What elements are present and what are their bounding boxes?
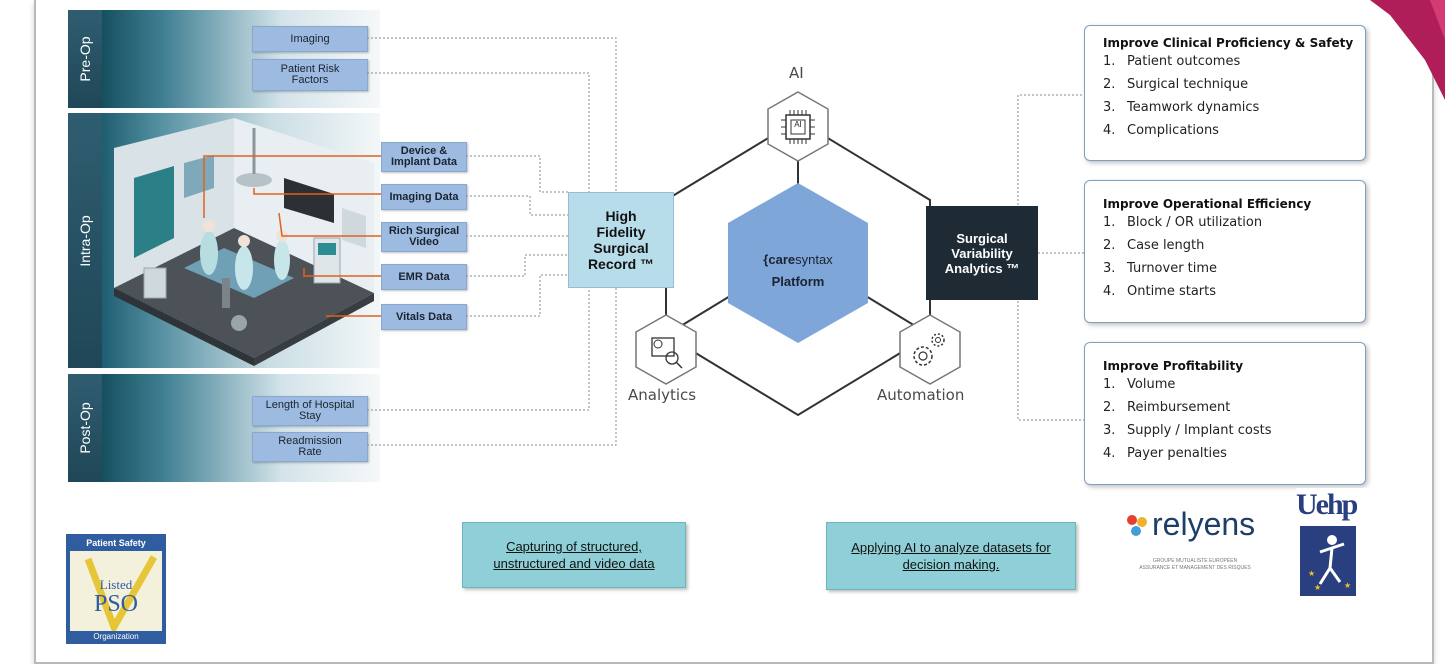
pso-logo: Patient Safety Listed PSO Organization (66, 534, 166, 644)
relyens-mark-icon (1127, 515, 1147, 536)
apply-caption: Applying AI to analyze datasets for deci… (826, 522, 1076, 590)
outcome-item: 1.Patient outcomes (1103, 54, 1241, 69)
pre-op-bar: Pre-Op (68, 10, 102, 108)
slide-frame (34, 0, 1434, 664)
length-stay-box: Length of Hospital Stay (252, 396, 368, 426)
capture-caption: Capturing of structured, unstructured an… (462, 522, 686, 588)
ai-chip-text: AI (794, 120, 802, 129)
outcome-item: 4.Payer penalties (1103, 446, 1227, 461)
svg-text:★: ★ (1344, 581, 1351, 590)
post-op-fill (102, 374, 380, 482)
patient-risk-box: Patient Risk Factors (252, 59, 368, 91)
outcome-item: 1.Block / OR utilization (1103, 215, 1263, 230)
imaging-box: Imaging (252, 26, 368, 52)
intra-op-bar: Intra-Op (68, 113, 102, 368)
post-op-band: Post-Op (68, 374, 380, 482)
outcome-box-profitability: Improve Profitability 1.Volume 2.Reimbur… (1084, 342, 1366, 485)
outcome-item: 4.Complications (1103, 123, 1219, 138)
outcome-title: Improve Clinical Proficiency & Safety (1103, 36, 1354, 50)
operating-room-illustration (114, 118, 382, 366)
emr-box: EMR Data (381, 264, 467, 290)
relyens-subtitle-1: GROUPE MUTUALISTE EUROPÉEN (1152, 558, 1238, 564)
surgical-variability-analytics-label: Surgical Variability Analytics ™ (944, 230, 1020, 276)
post-op-bar: Post-Op (68, 374, 102, 482)
outcome-box-operational: Improve Operational Efficiency 1.Block /… (1084, 180, 1366, 323)
high-fidelity-record-box: High Fidelity Surgical Record ™ (568, 192, 674, 288)
length-stay-label: Length of Hospital Stay (265, 399, 355, 422)
platform-label: Platform (771, 274, 825, 289)
svg-text:★: ★ (1308, 569, 1315, 578)
uehp-wordmark: Uehp (1296, 488, 1358, 521)
outcome-item: 4.Ontime starts (1103, 284, 1217, 299)
relyens-subtitle-2: ASSURANCE ET MANAGEMENT DES RISQUES (1139, 565, 1251, 571)
rich-video-box: Rich Surgical Video (381, 222, 467, 252)
outcome-item: 3.Supply / Implant costs (1103, 423, 1272, 438)
analytics-node-label: Analytics (628, 386, 697, 404)
ai-node-label: AI (789, 64, 804, 82)
pso-logo-mid: Listed (99, 577, 133, 592)
svg-text:★: ★ (1314, 583, 1321, 592)
uehp-logo: Uehp ★ ★ ★ (1296, 488, 1368, 600)
device-implant-label: Device & Implant Data (390, 145, 457, 168)
pso-check-icon (84, 555, 158, 631)
vitals-label: Vitals Data (395, 310, 453, 323)
outcome-box-clinical: Improve Clinical Proficiency & Safety 1.… (1084, 25, 1366, 161)
relyens-wordmark: relyens (1152, 506, 1256, 542)
brand-care-text: care (768, 252, 796, 267)
imaging-data-box: Imaging Data (381, 184, 467, 210)
outcome-title: Improve Operational Efficiency (1103, 197, 1312, 211)
uehp-figure-icon: ★ ★ ★ (1308, 535, 1351, 592)
emr-label: EMR Data (398, 270, 450, 283)
pso-logo-bottom: Organization (93, 632, 139, 641)
rich-video-label: Rich Surgical Video (388, 225, 460, 248)
pso-logo-main: PSO (93, 591, 139, 617)
outcome-item: 3.Teamwork dynamics (1103, 100, 1260, 115)
outcome-title: Improve Profitability (1103, 359, 1244, 373)
apply-caption-text: Applying AI to analyze datasets for deci… (851, 540, 1051, 572)
outcome-item: 1.Volume (1103, 377, 1176, 392)
high-fidelity-record-label: High Fidelity Surgical Record ™ (587, 208, 655, 272)
capture-caption-text: Capturing of structured, unstructured an… (493, 539, 655, 571)
pso-logo-top: Patient Safety (86, 538, 146, 548)
outcome-item: 3.Turnover time (1103, 261, 1218, 276)
imaging-label: Imaging (290, 32, 330, 45)
relyens-logo: relyens GROUPE MUTUALISTE EUROPÉEN ASSUR… (1120, 500, 1270, 582)
corner-accent (1370, 0, 1445, 100)
outcome-item: 2.Reimbursement (1103, 400, 1231, 415)
patient-risk-label: Patient Risk Factors (280, 63, 340, 86)
readmission-label: Readmission Rate (278, 435, 342, 458)
outcome-item: 2.Surgical technique (1103, 77, 1249, 92)
imaging-data-label: Imaging Data (389, 190, 459, 203)
device-implant-box: Device & Implant Data (381, 142, 467, 172)
readmission-box: Readmission Rate (252, 432, 368, 462)
brand-syntax-text: syntax (795, 252, 833, 267)
caresyntax-logo: {caresyntax (763, 252, 833, 267)
automation-node-label: Automation (877, 386, 965, 404)
surgical-variability-analytics-box: Surgical Variability Analytics ™ (926, 206, 1038, 300)
vitals-box: Vitals Data (381, 304, 467, 330)
platform-hexagon-diagram (635, 91, 961, 417)
outcome-item: 2.Case length (1103, 238, 1205, 253)
